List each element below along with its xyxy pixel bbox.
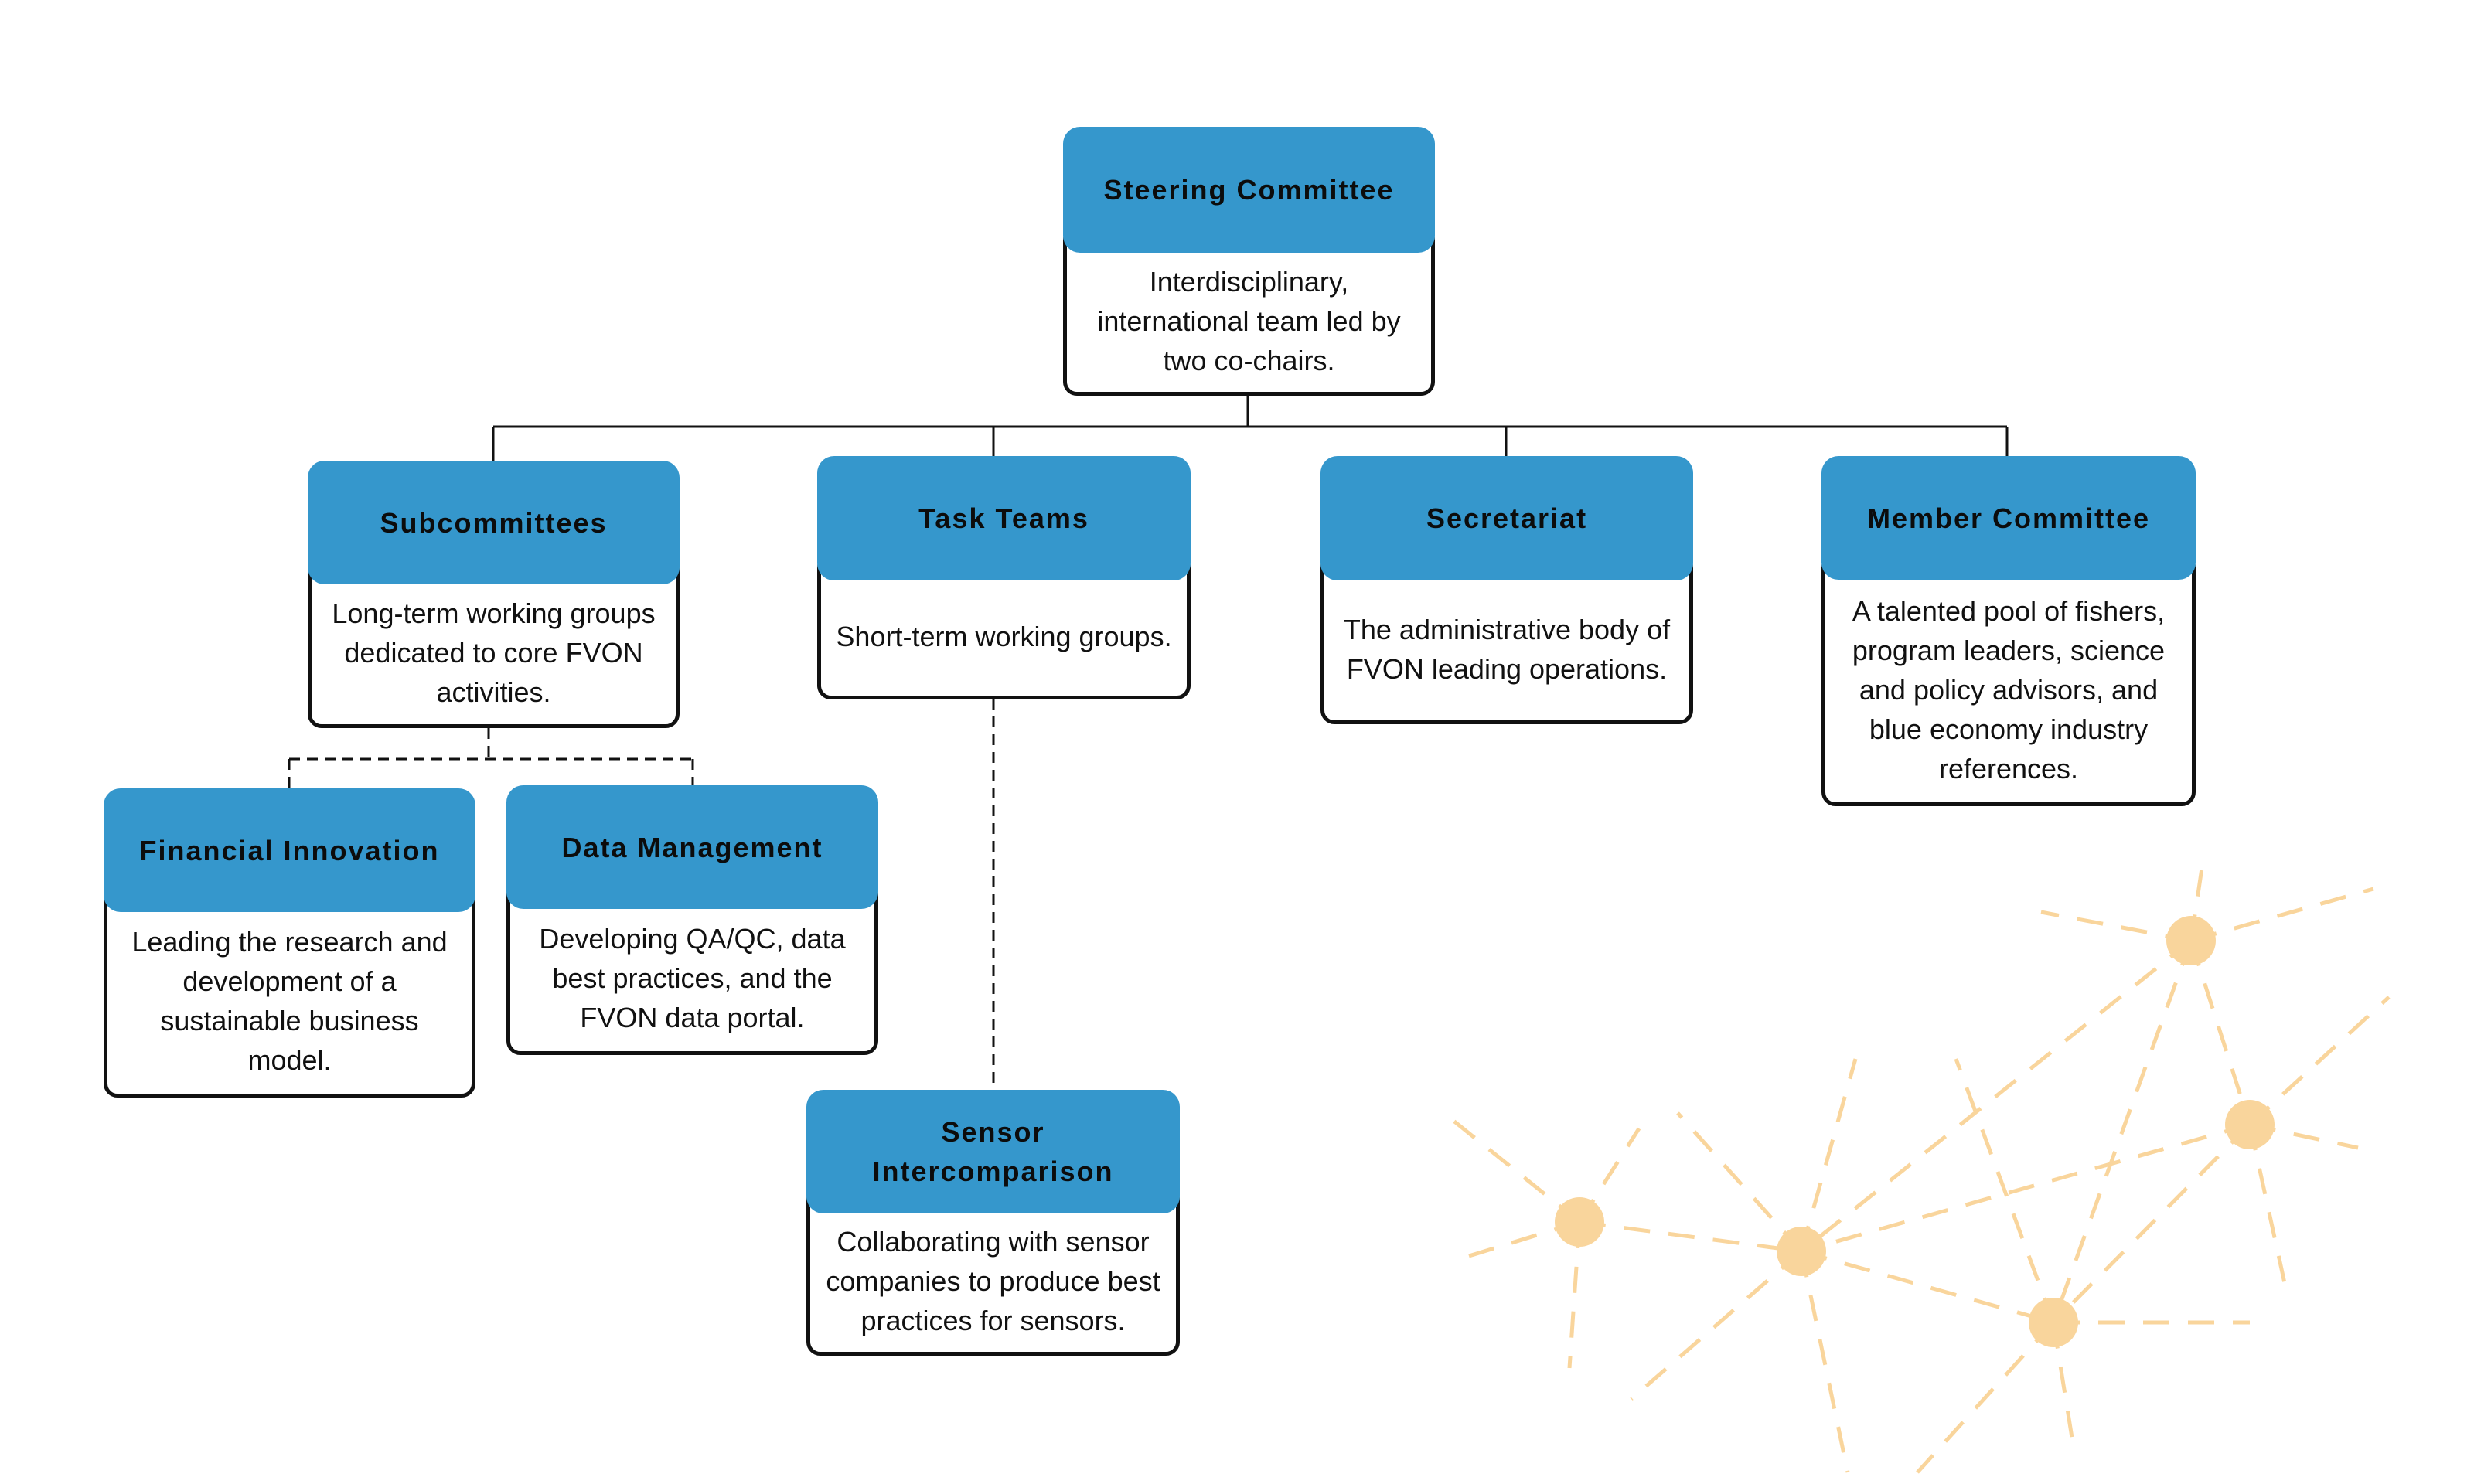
data-management-description: Developing QA/QC, data best practices, a… xyxy=(506,881,878,1055)
decoration-edge xyxy=(2051,940,2193,1323)
secretariat-node: The administrative body of FVON leading … xyxy=(1320,456,1693,724)
decoration-spoke xyxy=(1799,1058,1858,1252)
sensor-intercomparison-title: Sensor Intercomparison xyxy=(806,1090,1180,1213)
steering-committee-description: Interdisciplinary, international team le… xyxy=(1063,226,1435,396)
decoration-spoke xyxy=(1452,1119,1581,1224)
decoration-spoke xyxy=(2248,996,2391,1126)
member-committee-title: Member Committee xyxy=(1821,456,2196,580)
decoration-edge xyxy=(1579,1220,1802,1254)
decoration-spoke xyxy=(2247,1124,2287,1284)
data-management-title: Data Management xyxy=(506,785,878,909)
decoration-spoke xyxy=(1954,1058,2056,1323)
subcommittees-description: Long-term working groups dedicated to co… xyxy=(308,556,680,728)
steering-committee-title: Steering Committee xyxy=(1063,127,1435,253)
decoration-edge xyxy=(2189,940,2252,1125)
task-teams-title: Task Teams xyxy=(817,456,1191,580)
task-teams-node: Short-term working groups. Task Teams xyxy=(817,456,1191,699)
financial-innovation-title: Financial Innovation xyxy=(104,788,475,912)
decoration-spoke xyxy=(1799,1251,1850,1473)
decoration-node xyxy=(2029,1298,2078,1347)
decoration-edge xyxy=(1801,1122,2251,1254)
steering-committee-node: Interdisciplinary, international team le… xyxy=(1063,127,1435,396)
decoration-spoke xyxy=(1630,1250,1803,1401)
financial-innovation-description: Leading the research and development of … xyxy=(104,884,475,1098)
member-committee-description: A talented pool of fishers, program lead… xyxy=(1821,553,2196,806)
decoration-edge xyxy=(1800,939,2193,1253)
decoration-node xyxy=(2166,916,2216,965)
subcommittees-node: Long-term working groups dedicated to co… xyxy=(308,461,680,728)
decoration-spoke xyxy=(1676,1111,1803,1253)
decoration-node xyxy=(1555,1197,1604,1247)
decoration-edge xyxy=(2052,1123,2251,1324)
decoration-node xyxy=(2225,1100,2275,1149)
financial-innovation-node: Leading the research and development of … xyxy=(104,788,475,1098)
decoration-spoke xyxy=(2040,910,2192,943)
decoration-spoke xyxy=(2190,887,2374,943)
sensor-intercomparison-node: Collaborating with sensor companies to p… xyxy=(806,1090,1180,1356)
decoration-node xyxy=(1777,1227,1826,1276)
data-management-node: Developing QA/QC, data best practices, a… xyxy=(506,785,878,1055)
member-committee-node: A talented pool of fishers, program lead… xyxy=(1821,456,2196,806)
subcommittees-title: Subcommittees xyxy=(308,461,680,584)
decoration-spoke xyxy=(1916,1321,2055,1474)
secretariat-title: Secretariat xyxy=(1320,456,1693,580)
secretariat-description: The administrative body of FVON leading … xyxy=(1320,553,1693,724)
